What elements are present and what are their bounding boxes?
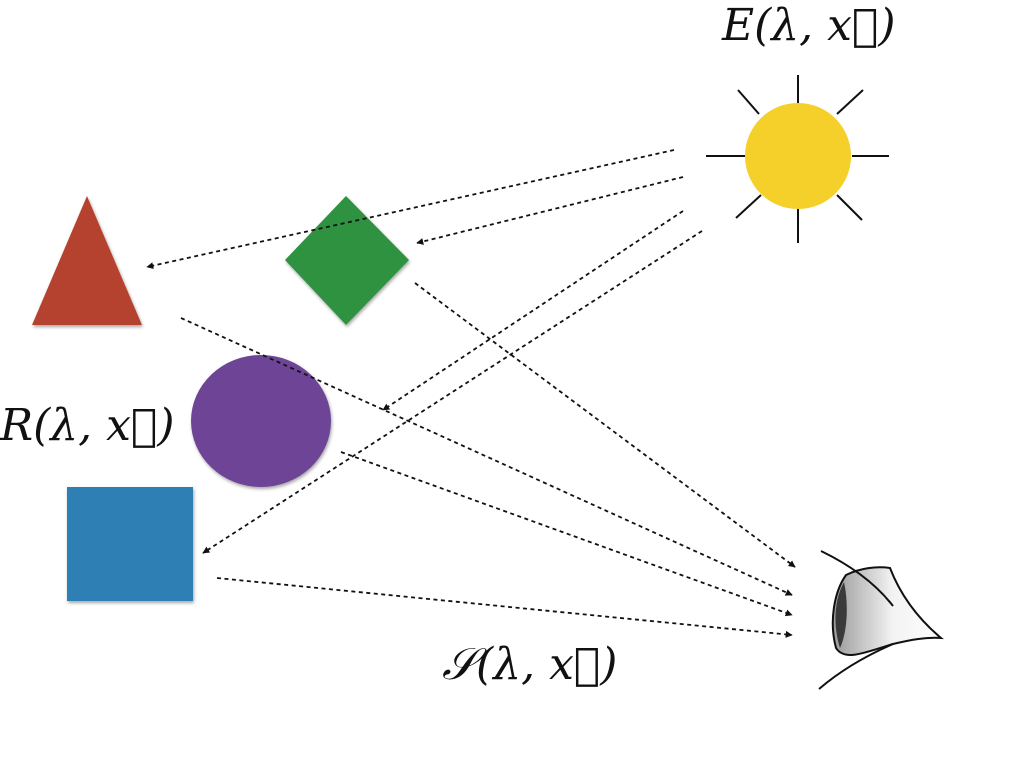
ray-sun-to-square — [202, 230, 703, 554]
sun-disc — [745, 103, 851, 209]
ray-sun-to-diamond — [416, 176, 684, 245]
square-object — [67, 487, 193, 601]
eye-iris — [835, 582, 847, 648]
circle-object — [191, 355, 331, 487]
diamond-object — [285, 196, 409, 325]
eye-body — [831, 566, 944, 656]
eye-lower-lid — [818, 643, 894, 690]
sun-icon — [706, 75, 889, 243]
ray-sun-to-triangle — [146, 149, 675, 270]
ray-diamond-to-eye — [414, 282, 796, 568]
ray-sun-to-circle — [382, 210, 684, 411]
eye-icon — [818, 550, 944, 690]
eye-upper-lid — [820, 550, 894, 607]
incident-rays — [146, 149, 703, 554]
signal-label: 𝒮(λ, x⃗) — [442, 639, 618, 690]
ray-square-to-eye — [216, 577, 793, 638]
illuminant-label: E(λ, x⃗) — [722, 0, 896, 51]
sun-rays — [706, 75, 889, 243]
reflected-rays — [180, 282, 796, 638]
reflectance-label: R(λ, x⃗) — [0, 400, 175, 451]
triangle-object — [32, 196, 142, 325]
ray-circle-to-eye — [340, 451, 793, 617]
